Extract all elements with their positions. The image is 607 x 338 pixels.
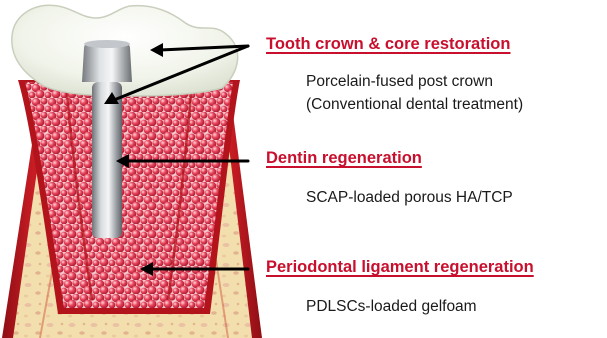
metal-post-icon [92, 82, 122, 238]
desc-dentin-line-1: SCAP-loaded porous HA/TCP [306, 187, 513, 208]
desc-pdl-line-1: PDLSCs-loaded gelfoam [306, 296, 477, 317]
heading-crown-restoration: Tooth crown & core restoration [266, 35, 510, 54]
desc-crown-line-1: Porcelain-fused post crown [306, 71, 493, 92]
heading-dentin-regeneration: Dentin regeneration [266, 149, 422, 168]
desc-crown-line-2: (Conventional dental treatment) [306, 94, 523, 115]
heading-pdl-regeneration: Periodontal ligament regeneration [266, 258, 534, 277]
